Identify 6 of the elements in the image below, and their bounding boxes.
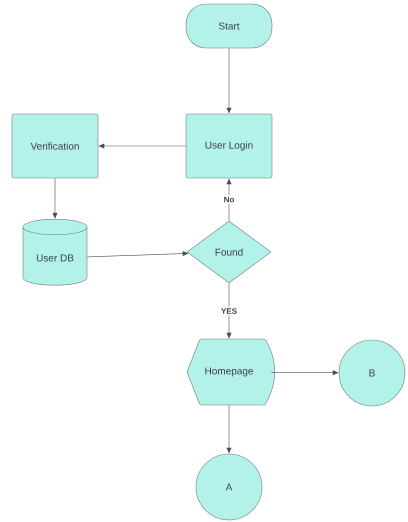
process-box: Verification [12,114,98,178]
start-terminal: Start [186,4,272,48]
edge-label: No [222,195,236,204]
edge-label: YES [220,306,238,316]
process-box: User Login [186,114,272,178]
database-cylinder: User DB [22,218,88,286]
